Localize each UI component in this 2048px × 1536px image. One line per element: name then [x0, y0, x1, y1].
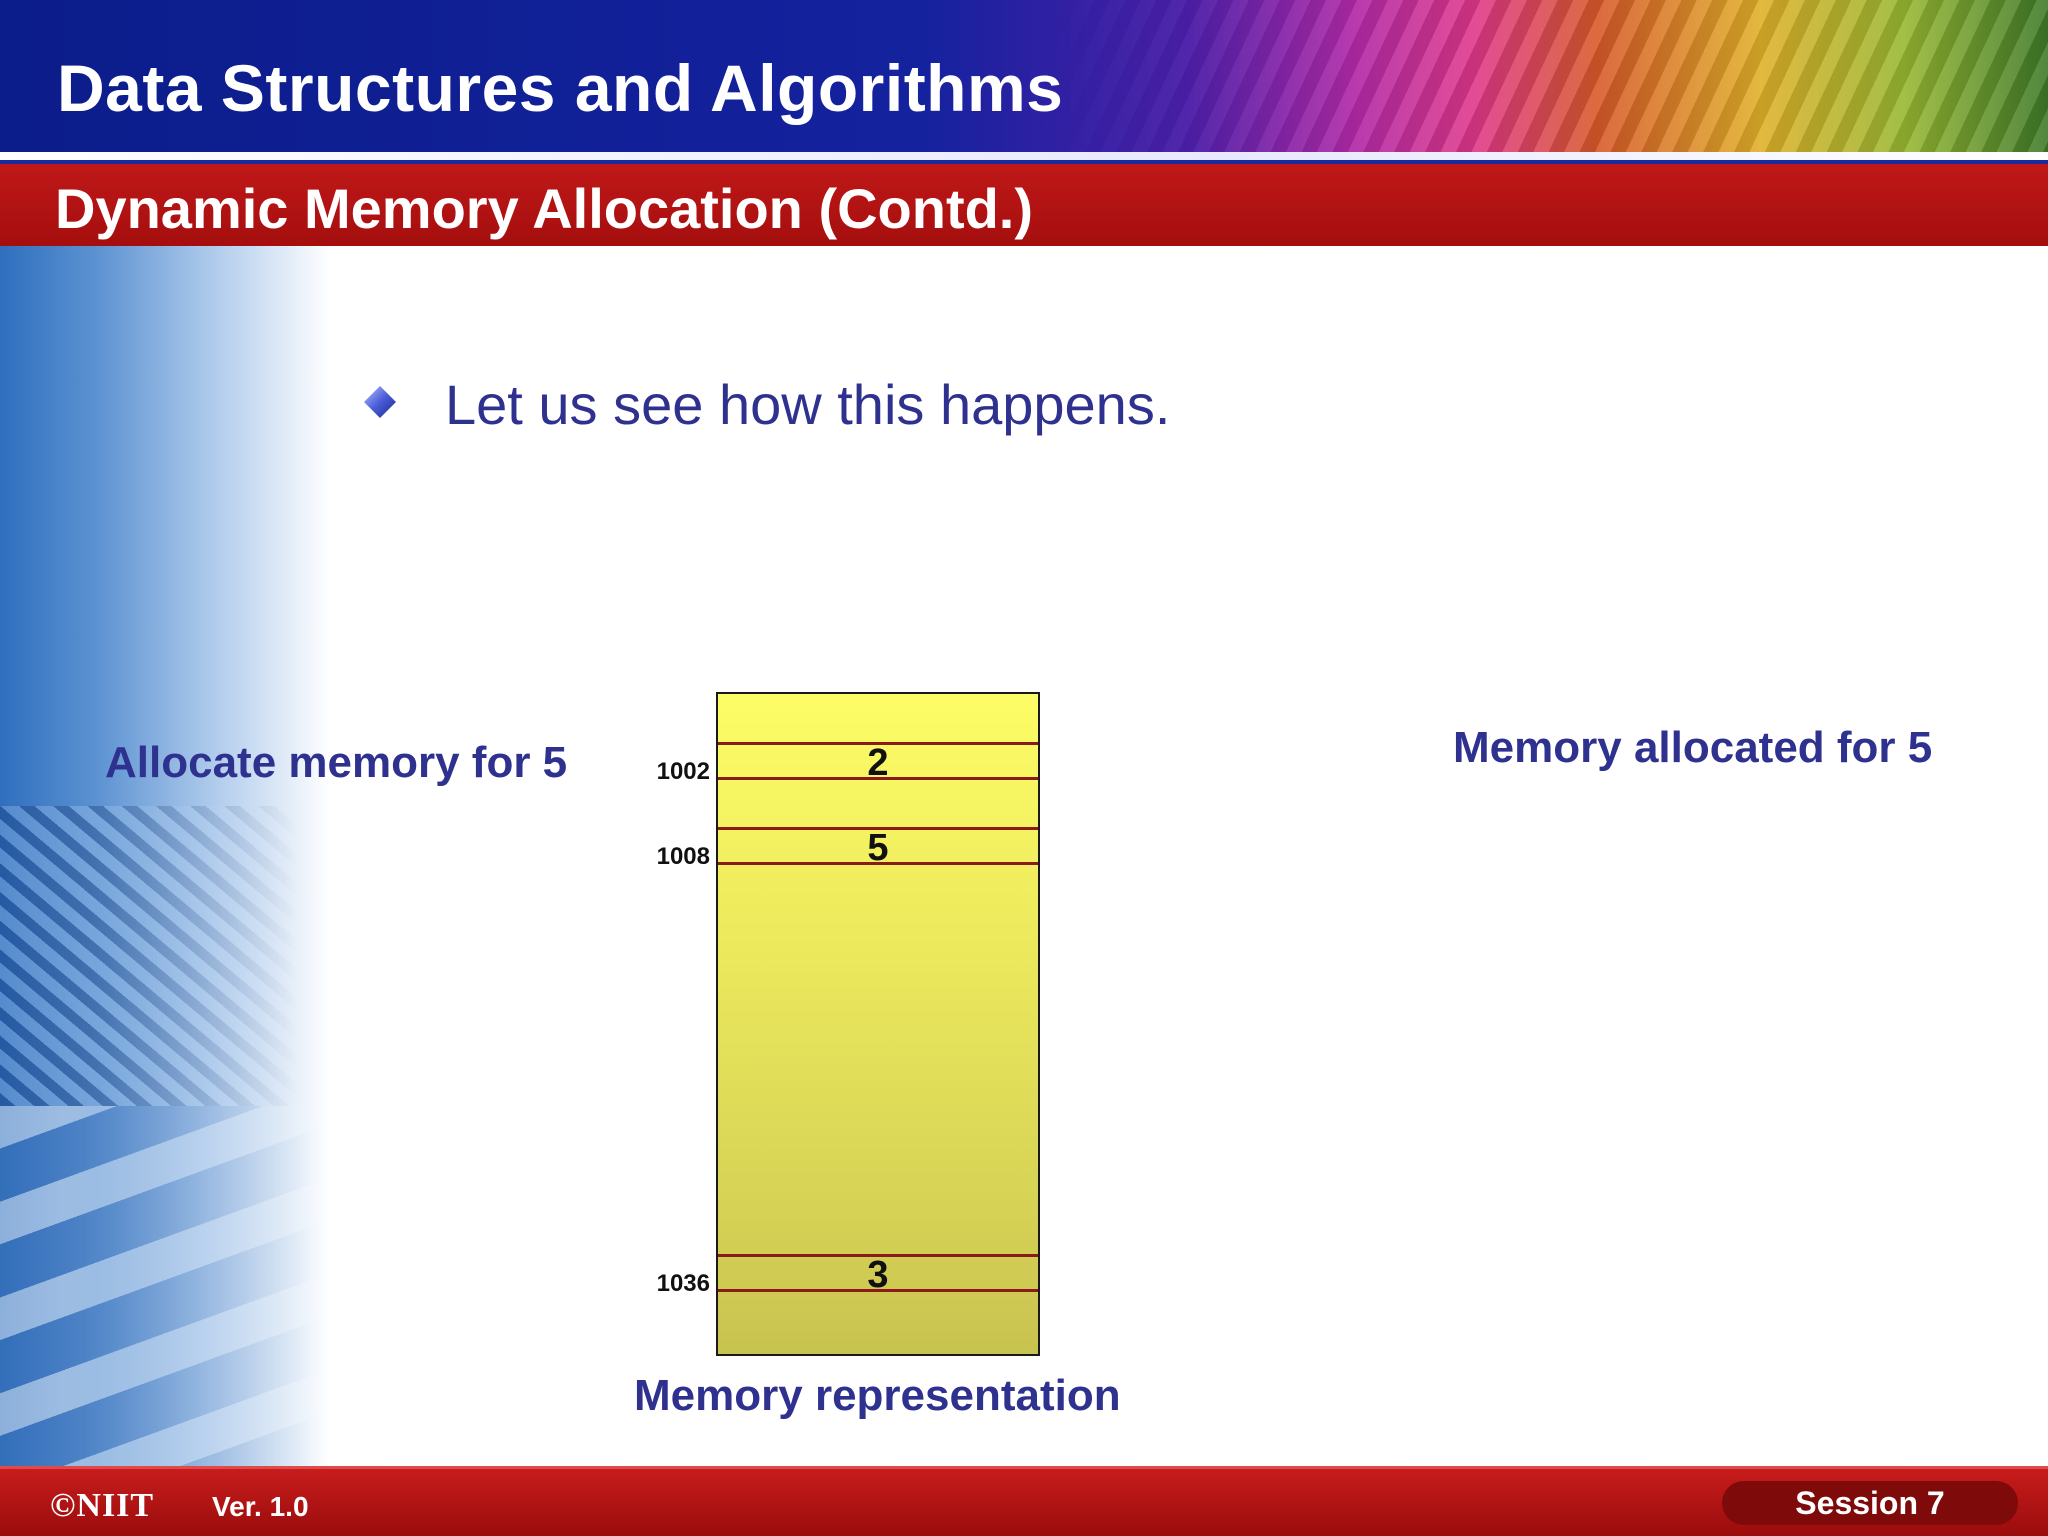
header-photo-decoration [1048, 0, 2048, 152]
memory-address-label: 1036 [656, 1270, 710, 1297]
memory-block: 2 5 3 [716, 692, 1040, 1356]
subtitle-bar: Dynamic Memory Allocation (Contd.) [0, 164, 2048, 246]
memory-address-label: 1002 [656, 758, 710, 785]
niit-logo: ©NIIT [50, 1487, 155, 1524]
memory-cell-value: 3 [867, 1254, 889, 1296]
bullet-text: Let us see how this happens. [445, 373, 1171, 436]
slide-subtitle: Dynamic Memory Allocation (Contd.) [55, 177, 1034, 240]
title-divider-accent [0, 160, 2048, 164]
title-divider [0, 152, 2048, 160]
memory-cell-border [718, 827, 1038, 830]
keyboard-decoration [0, 1106, 320, 1466]
session-badge: Session 7 [1722, 1481, 2018, 1525]
memory-cell-border [718, 862, 1038, 865]
allocated-label: Memory allocated for 5 [1453, 723, 1933, 772]
memory-cell-border [718, 1254, 1038, 1257]
memory-cell-border [718, 777, 1038, 780]
slide-title: Data Structures and Algorithms [57, 51, 1064, 125]
footer-bar: ©NIIT Ver. 1.0 Session 7 [0, 1466, 2048, 1536]
side-decoration-image [0, 246, 330, 1466]
version-label: Ver. 1.0 [212, 1491, 309, 1522]
memory-cell-border [718, 742, 1038, 745]
circuit-chip-decoration [0, 806, 300, 1106]
title-bar: Data Structures and Algorithms [0, 0, 2048, 152]
memory-cell-value: 2 [867, 742, 889, 784]
memory-cell-value: 5 [867, 827, 889, 869]
memory-address-label: 1008 [656, 843, 710, 870]
allocate-label: Allocate memory for 5 [105, 738, 568, 787]
diamond-bullet-icon [364, 386, 396, 418]
memory-cell-border [718, 1289, 1038, 1292]
memory-caption: Memory representation [634, 1371, 1121, 1420]
